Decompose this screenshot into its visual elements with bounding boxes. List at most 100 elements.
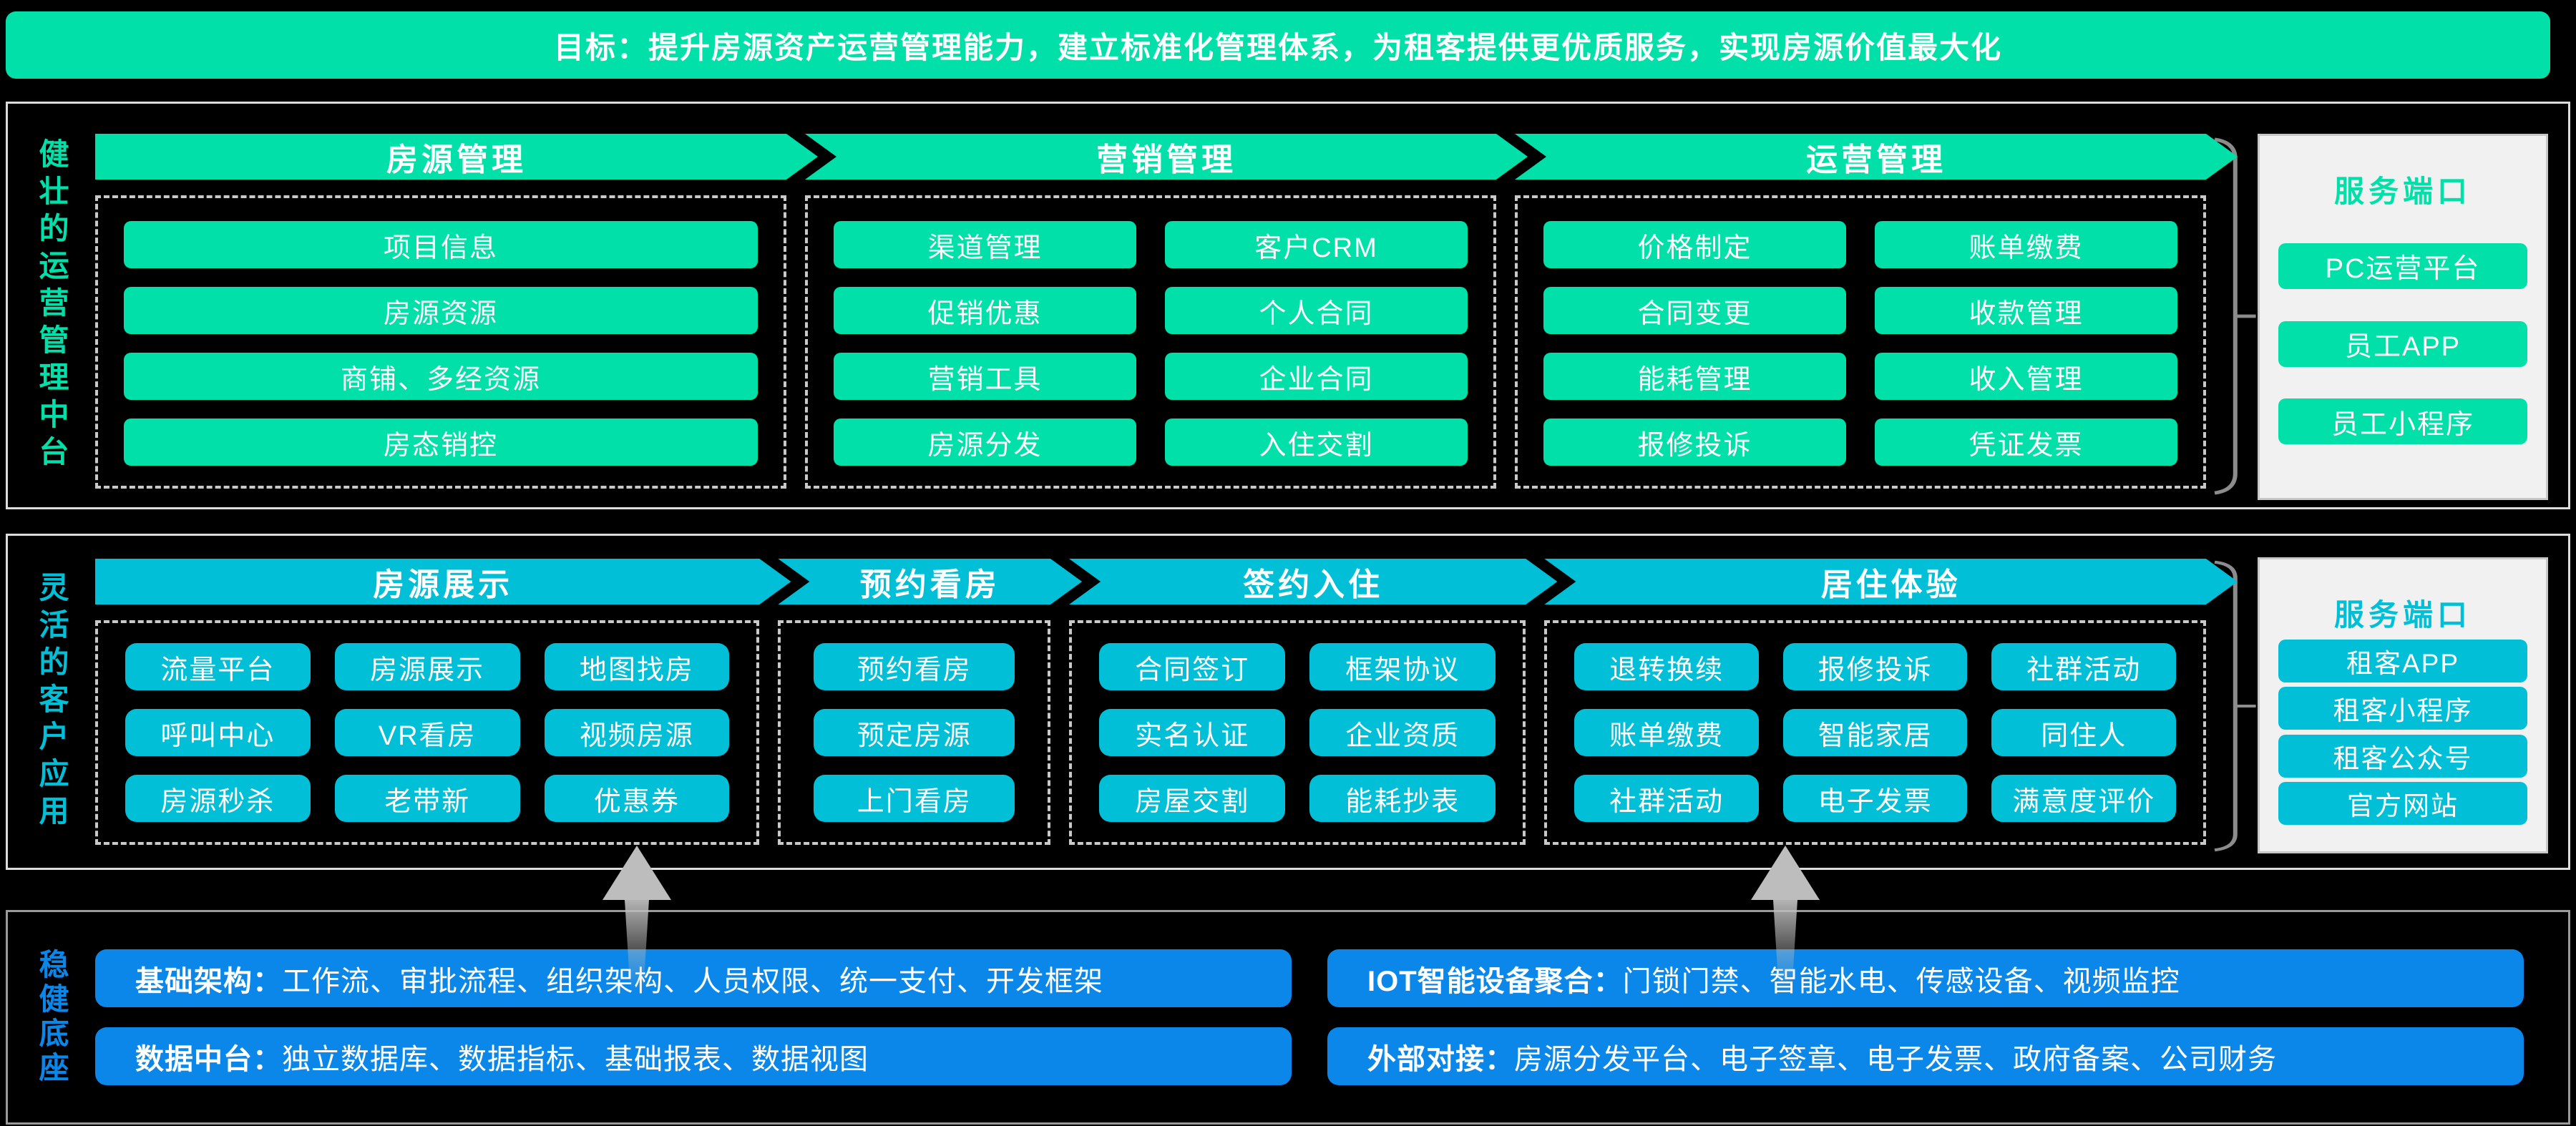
module-button: 房源分发 — [834, 418, 1136, 466]
module-button: 价格制定 — [1543, 221, 1846, 268]
module-button: 合同签订 — [1099, 643, 1286, 690]
module-group-box: 渠道管理 客户CRM 促销优惠 个人合同 营销工具 企业合同 房源分发 入住交割 — [805, 195, 1496, 489]
service-panel-tenant: 服务端口 租客APP 租客小程序 租客公众号 官方网站 — [2258, 557, 2548, 853]
group-living-experience: 居住体验 退转换续 报修投诉 社群活动 账单缴费 智能家居 同住人 社群活动 电… — [1544, 559, 2206, 845]
module-button: 收款管理 — [1875, 287, 2177, 334]
module-button: 老带新 — [334, 775, 520, 822]
module-button: 地图找房 — [544, 643, 730, 690]
module-button: 账单缴费 — [1875, 221, 2177, 268]
module-button: 电子发票 — [1782, 775, 1968, 822]
module-button: 视频房源 — [544, 709, 730, 756]
module-button: 客户CRM — [1165, 221, 1468, 268]
module-button: 项目信息 — [124, 221, 758, 268]
base-bar-label: 基础架构： — [135, 965, 282, 997]
module-button: 合同变更 — [1543, 287, 1846, 334]
service-panel-title: 服务端口 — [2333, 175, 2472, 208]
up-arrow-icon — [602, 846, 671, 992]
module-group-box: 预约看房 预定房源 上门看房 — [778, 620, 1051, 845]
module-button: 企业合同 — [1165, 353, 1468, 400]
base-bar-text: 房源分发平台、电子签章、电子发票、政府备案、公司财务 — [1514, 1043, 2277, 1075]
module-button: 优惠券 — [544, 775, 730, 822]
flow-header-label: 房源展示 — [373, 567, 514, 602]
base-bar-iot: IOT智能设备聚合：门锁门禁、智能水电、传感设备、视频监控 — [1327, 949, 2524, 1007]
flow-header-label: 签约入住 — [1243, 567, 1384, 602]
group-marketing-management: 营销管理 渠道管理 客户CRM 促销优惠 个人合同 营销工具 企业合同 房源分发… — [805, 134, 1496, 489]
section2-side-label: 灵活的客户应用 — [35, 572, 69, 832]
flow-header-arrow: 房源管理 — [95, 134, 818, 180]
base-bar-infrastructure: 基础架构：工作流、审批流程、组织架构、人员权限、统一支付、开发框架 — [95, 949, 1292, 1007]
base-bar-text: 工作流、审批流程、组织架构、人员权限、统一支付、开发框架 — [282, 965, 1103, 997]
module-button: 房屋交割 — [1099, 775, 1286, 822]
module-button: 收入管理 — [1875, 353, 2177, 400]
flow-header-label: 营销管理 — [1096, 142, 1236, 177]
group-booking-viewing: 预约看房 预约看房 预定房源 上门看房 — [778, 559, 1050, 845]
section2-side: 灵活的客户应用 — [8, 536, 95, 868]
module-group-box: 价格制定 账单缴费 合同变更 收款管理 能耗管理 收入管理 报修投诉 凭证发票 — [1515, 195, 2206, 489]
service-panel-staff: 服务端口 PC运营平台 员工APP 员工小程序 — [2258, 134, 2548, 500]
module-button: 预定房源 — [814, 709, 1015, 756]
section1-side-label: 健壮的运营管理中台 — [35, 138, 69, 473]
base-bar-label: 数据中台： — [135, 1043, 282, 1075]
module-button: 个人合同 — [1165, 287, 1468, 334]
module-button: 营销工具 — [834, 353, 1136, 400]
flow-header-label: 居住体验 — [1820, 567, 1961, 602]
module-button: 房源资源 — [124, 287, 758, 334]
endpoint-button: 租客APP — [2278, 639, 2527, 682]
module-button: 渠道管理 — [834, 221, 1136, 268]
flow-header-arrow: 预约看房 — [778, 559, 1082, 604]
endpoint-button: 员工APP — [2278, 320, 2527, 367]
module-button: 呼叫中心 — [125, 709, 311, 756]
module-button: 账单缴费 — [1574, 709, 1759, 756]
module-button: 实名认证 — [1099, 709, 1286, 756]
base-bar-text: 门锁门禁、智能水电、传感设备、视频监控 — [1622, 965, 2180, 997]
module-button: 满意度评价 — [1991, 775, 2176, 822]
section3-side-label: 稳健底座 — [35, 949, 69, 1086]
section-customer-applications: 灵活的客户应用 房源展示 流量平台 房源展示 地图找房 呼叫中心 VR看房 视频… — [6, 534, 2570, 870]
base-bar-label: IOT智能设备聚合： — [1367, 965, 1623, 997]
module-button: 企业资质 — [1309, 709, 1496, 756]
module-button: 凭证发票 — [1875, 418, 2177, 466]
module-button: 预约看房 — [814, 643, 1015, 690]
up-arrow-icon — [1751, 846, 1820, 992]
flow-header-arrow: 营销管理 — [805, 134, 1528, 180]
endpoint-button: 员工小程序 — [2278, 398, 2527, 445]
module-button: 促销优惠 — [834, 287, 1136, 334]
section-solid-base: 稳健底座 基础架构：工作流、审批流程、组织架构、人员权限、统一支付、开发框架 I… — [6, 910, 2570, 1125]
section-operations-middle-platform: 健壮的运营管理中台 房源管理 项目信息 房源资源 商铺、多经资源 房态销控 — [6, 102, 2570, 509]
brace-icon — [2206, 536, 2258, 868]
brace-icon — [2206, 104, 2258, 507]
module-button: 能耗管理 — [1543, 353, 1846, 400]
base-bar-data-platform: 数据中台：独立数据库、数据指标、基础报表、数据视图 — [95, 1027, 1292, 1085]
flow-header-label: 房源管理 — [386, 142, 527, 177]
module-button: 报修投诉 — [1543, 418, 1846, 466]
base-bar-label: 外部对接： — [1367, 1043, 1514, 1075]
module-group-box: 项目信息 房源资源 商铺、多经资源 房态销控 — [95, 195, 786, 489]
group-operation-management: 运营管理 价格制定 账单缴费 合同变更 收款管理 能耗管理 收入管理 报修投诉 … — [1515, 134, 2206, 489]
module-button: 房源展示 — [334, 643, 520, 690]
module-button: 商铺、多经资源 — [124, 353, 758, 400]
module-button: 智能家居 — [1782, 709, 1968, 756]
section3-side: 稳健底座 — [8, 912, 95, 1122]
group-signing-checkin: 签约入住 合同签订 框架协议 实名认证 企业资质 房屋交割 能耗抄表 — [1069, 559, 1526, 845]
module-button: 退转换续 — [1574, 643, 1759, 690]
base-bar-external: 外部对接：房源分发平台、电子签章、电子发票、政府备案、公司财务 — [1327, 1027, 2524, 1085]
endpoint-button: 租客小程序 — [2278, 687, 2527, 730]
endpoint-button: 租客公众号 — [2278, 734, 2527, 778]
group-housing-management: 房源管理 项目信息 房源资源 商铺、多经资源 房态销控 — [95, 134, 786, 489]
module-button: 同住人 — [1991, 709, 2176, 756]
module-button: 入住交割 — [1165, 418, 1468, 466]
flow-header-arrow: 居住体验 — [1544, 559, 2238, 604]
module-button: 社群活动 — [1574, 775, 1759, 822]
module-button: 报修投诉 — [1782, 643, 1968, 690]
module-button: 框架协议 — [1309, 643, 1496, 690]
goal-banner: 目标：提升房源资产运营管理能力，建立标准化管理体系，为租客提供更优质服务，实现房… — [6, 11, 2550, 79]
flow-header-label: 预约看房 — [859, 567, 1000, 602]
module-button: 能耗抄表 — [1309, 775, 1496, 822]
base-bar-text: 独立数据库、数据指标、基础报表、数据视图 — [282, 1043, 869, 1075]
module-group-box: 退转换续 报修投诉 社群活动 账单缴费 智能家居 同住人 社群活动 电子发票 满… — [1544, 620, 2206, 845]
service-panel-title: 服务端口 — [2333, 598, 2472, 632]
goal-banner-text: 目标：提升房源资产运营管理能力，建立标准化管理体系，为租客提供更优质服务，实现房… — [553, 30, 2002, 64]
module-button: 流量平台 — [125, 643, 311, 690]
module-button: 房态销控 — [124, 418, 758, 466]
